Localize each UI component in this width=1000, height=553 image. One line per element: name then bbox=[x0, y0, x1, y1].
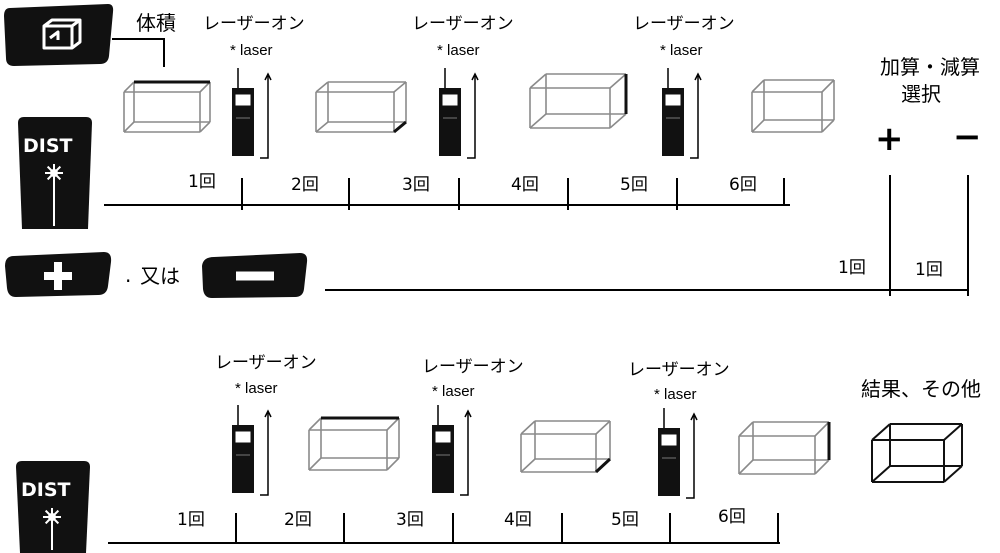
plus-sign: + bbox=[875, 119, 904, 159]
row1-count-1: 1回 bbox=[188, 172, 216, 192]
dist-laser-icon bbox=[45, 164, 63, 226]
row1-device-3-screen bbox=[665, 94, 681, 106]
row2-box-2 bbox=[520, 420, 612, 474]
wireframe-box-icon bbox=[872, 424, 962, 482]
row2-device-2-indicator bbox=[460, 413, 469, 496]
add-sub-select-line2: 選択 bbox=[901, 82, 941, 106]
row2-device-1-screen bbox=[235, 431, 251, 443]
row1-device-3 bbox=[662, 68, 702, 159]
laser-word-5: * laser bbox=[432, 383, 475, 400]
or-text: 又は bbox=[140, 264, 180, 288]
row1-device-2-screen bbox=[442, 94, 458, 106]
laser-word-6: * laser bbox=[654, 386, 697, 403]
wireframe-box-icon bbox=[316, 82, 406, 132]
row2-count-6: 6回 bbox=[718, 507, 746, 527]
laser-word-2: * laser bbox=[437, 42, 480, 59]
row1-device-1 bbox=[232, 68, 272, 159]
laser-word-4: * laser bbox=[235, 380, 278, 397]
row2-count-2: 2回 bbox=[284, 510, 312, 530]
plus-icon bbox=[44, 262, 72, 290]
dist-button-bottom-body bbox=[16, 461, 90, 553]
row2-device-1-indicator bbox=[260, 413, 269, 496]
row2-device-3-screen bbox=[661, 434, 677, 446]
add-sub-select-line1: 加算・減算 bbox=[880, 55, 980, 79]
row1-count-5: 5回 bbox=[620, 175, 648, 195]
row2-device-1 bbox=[232, 405, 272, 496]
row2-device-2 bbox=[432, 405, 472, 496]
row1-device-1-indicator bbox=[260, 76, 269, 159]
box-highlight-edge bbox=[393, 120, 407, 134]
result-label: 結果、その他 bbox=[861, 377, 981, 401]
dist-button-bottom: DIST bbox=[16, 461, 90, 553]
laser-on-label-4: レーザーオン bbox=[215, 353, 317, 373]
box-highlight-edge bbox=[594, 457, 612, 474]
row1-count-6: 6回 bbox=[729, 175, 757, 195]
laser-on-label-6: レーザーオン bbox=[628, 360, 730, 380]
row2-count-3: 3回 bbox=[396, 510, 424, 530]
laser-word-1: * laser bbox=[230, 42, 273, 59]
laser-on-label-3: レーザーオン bbox=[633, 14, 735, 34]
minus-sign: − bbox=[953, 117, 982, 157]
row2-device-3-indicator bbox=[686, 416, 695, 499]
wireframe-box-icon bbox=[309, 418, 399, 470]
minus-button bbox=[202, 253, 308, 298]
row1-count-2: 2回 bbox=[291, 175, 319, 195]
row1-count-3: 3回 bbox=[402, 175, 430, 195]
result-box bbox=[871, 423, 963, 483]
volume-connector bbox=[112, 38, 165, 67]
volume-button bbox=[4, 4, 114, 66]
volume-label: 体積 bbox=[136, 11, 176, 35]
row1-count-4: 4回 bbox=[511, 175, 539, 195]
row1-box-1 bbox=[123, 80, 211, 133]
row2-device-3 bbox=[658, 408, 698, 499]
row1-box-3 bbox=[529, 73, 628, 129]
dist-button-top-label: DIST bbox=[23, 135, 73, 157]
row2-count-4: 4回 bbox=[504, 510, 532, 530]
row1-box-4 bbox=[751, 79, 835, 133]
dist-button-top: DIST bbox=[18, 117, 92, 229]
row1-box-2 bbox=[315, 81, 407, 134]
row2-device-2-screen bbox=[435, 431, 451, 443]
volume-icon bbox=[42, 18, 82, 50]
dist-button-bottom-label: DIST bbox=[21, 479, 71, 501]
plus-button bbox=[5, 252, 112, 297]
or-dot: . bbox=[125, 263, 132, 287]
row2-box-3 bbox=[738, 421, 831, 475]
plus-count: 1回 bbox=[838, 258, 866, 278]
laser-on-label-1: レーザーオン bbox=[203, 14, 305, 34]
laser-word-3: * laser bbox=[660, 42, 703, 59]
row2-box-1 bbox=[308, 416, 400, 471]
row1-device-1-screen bbox=[235, 94, 251, 106]
minus-count: 1回 bbox=[915, 260, 943, 280]
dist-laser-icon bbox=[43, 508, 61, 550]
wireframe-box-icon bbox=[530, 74, 626, 128]
row2-count-1: 1回 bbox=[177, 510, 205, 530]
row1-device-3-indicator bbox=[690, 76, 699, 159]
laser-on-label-2: レーザーオン bbox=[412, 14, 514, 34]
row2-count-5: 5回 bbox=[611, 510, 639, 530]
wireframe-box-icon bbox=[124, 82, 210, 132]
row1-device-2 bbox=[439, 68, 479, 159]
row1-device-2-indicator bbox=[467, 76, 476, 159]
laser-on-label-5: レーザーオン bbox=[422, 357, 524, 377]
